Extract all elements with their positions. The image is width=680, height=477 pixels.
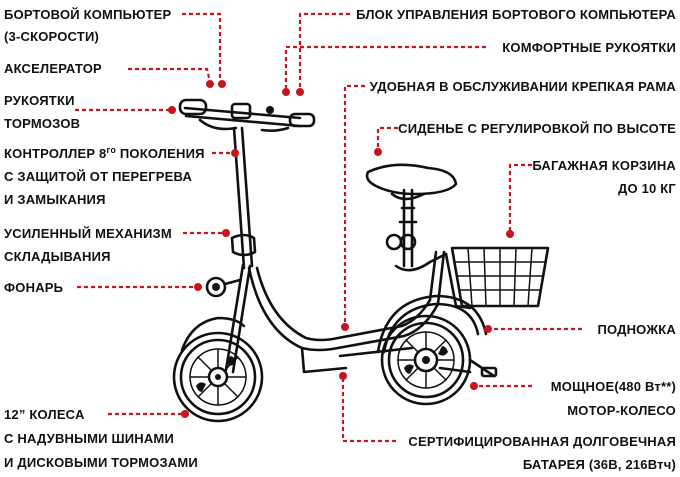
label-onboard-computer-speeds: (3-СКОРОСТИ) (4, 29, 99, 44)
label-controller-sup: го (107, 145, 117, 155)
front-wheel (174, 333, 262, 421)
label-wheels-3: И ДИСКОВЫМИ ТОРМОЗАМИ (4, 455, 198, 470)
label-basket-1: БАГАЖНАЯ КОРЗИНА (532, 158, 676, 173)
label-controller-gen: ПОКОЛЕНИЯ (116, 146, 205, 161)
label-kickstand: ПОДНОЖКА (597, 322, 676, 337)
label-seat: СИДЕНЬЕ С РЕГУЛИРОВКОЙ ПО ВЫСОТЕ (398, 121, 676, 136)
label-motor-1: МОЩНОЕ(480 Вт**) (551, 379, 676, 394)
rear-wheel (382, 316, 470, 404)
label-basket-2: ДО 10 КГ (618, 181, 676, 196)
label-control-unit: БЛОК УПРАВЛЕНИЯ БОРТОВОГО КОМПЬЮТЕРА (356, 7, 676, 22)
label-controller-shortcircuit: И ЗАМЫКАНИЯ (4, 192, 106, 207)
label-controller-protection: С ЗАЩИТОЙ ОТ ПЕРЕГРЕВА (4, 169, 192, 184)
label-brake-levers-2: ТОРМОЗОВ (4, 116, 80, 131)
labels: БОРТОВОЙ КОМПЬЮТЕР (3-СКОРОСТИ) АКСЕЛЕРА… (4, 7, 676, 472)
scooter-illustration (174, 100, 548, 421)
label-battery-1: СЕРТИФИЦИРОВАННАЯ ДОЛГОВЕЧНАЯ (408, 434, 676, 449)
label-onboard-computer: БОРТОВОЙ КОМПЬЮТЕР (4, 7, 171, 22)
label-brake-levers-1: РУКОЯТКИ (4, 93, 75, 108)
label-folding-2: СКЛАДЫВАНИЯ (4, 249, 111, 264)
label-controller-main: КОНТРОЛЛЕР 8 (4, 146, 107, 161)
label-accelerator: АКСЕЛЕРАТОР (4, 61, 102, 76)
label-controller: КОНТРОЛЛЕР 8го ПОКОЛЕНИЯ (4, 145, 205, 161)
luggage-basket (446, 248, 548, 308)
label-motor-2: МОТОР-КОЛЕСО (567, 403, 676, 418)
label-wheels-1: 12” КОЛЕСА (4, 407, 85, 422)
label-battery-2: БАТАРЕЯ (36В, 216Втч) (523, 457, 676, 472)
label-folding-1: УСИЛЕННЫЙ МЕХАНИЗМ (4, 226, 172, 241)
label-wheels-2: С НАДУВНЫМИ ШИНАМИ (4, 431, 174, 446)
label-grips: КОМФОРТНЫЕ РУКОЯТКИ (502, 40, 676, 55)
label-headlight: ФОНАРЬ (4, 280, 63, 295)
label-frame: УДОБНАЯ В ОБСЛУЖИВАНИИ КРЕПКАЯ РАМА (370, 79, 677, 94)
